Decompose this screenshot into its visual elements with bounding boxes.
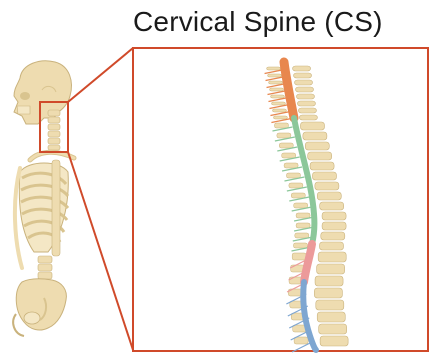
- vertebra-body: [305, 142, 329, 150]
- vertebra-process: [267, 67, 281, 70]
- vertebra-process: [268, 74, 282, 77]
- vertebra-process: [296, 213, 310, 218]
- vertebra-body: [316, 300, 344, 310]
- vertebra-process: [292, 253, 306, 260]
- vertebra-body: [296, 94, 314, 99]
- vertebra-body: [294, 73, 312, 78]
- vertebra-process: [293, 243, 307, 248]
- vertebra-body: [319, 242, 343, 250]
- vertebra-body: [315, 276, 343, 286]
- vertebra-body: [297, 101, 315, 106]
- rib-cage: [19, 160, 68, 256]
- vertebra-process: [269, 81, 283, 84]
- vertebra-body: [322, 222, 346, 230]
- vertebra-process: [273, 116, 287, 119]
- vertebra-body: [317, 312, 345, 322]
- vertebra-body: [322, 212, 346, 220]
- vertebra-process: [284, 163, 298, 168]
- vertebra-body: [300, 122, 324, 130]
- vertebra-process: [294, 203, 308, 208]
- skull: [14, 61, 71, 124]
- vertebra-process: [272, 109, 286, 112]
- vertebra-process: [271, 102, 285, 105]
- vertebra-process: [277, 133, 291, 138]
- vertebra-process: [270, 88, 284, 91]
- vertebra-body: [299, 115, 317, 120]
- vertebra-process: [296, 223, 310, 228]
- vertebra-body: [312, 172, 336, 180]
- pelvis: [13, 279, 66, 336]
- zoom-panel-frame: [133, 48, 428, 351]
- vertebra-process: [282, 153, 296, 158]
- lumbar-vertebrae: [38, 256, 52, 279]
- vertebra-process: [294, 337, 308, 344]
- diagram-title: Cervical Spine (CS): [133, 6, 429, 38]
- vertebra-body: [320, 336, 348, 346]
- vertebra-body: [303, 132, 327, 140]
- vertebra-body: [310, 162, 334, 170]
- vertebra-body: [321, 232, 345, 240]
- vertebra-body: [319, 324, 347, 334]
- vertebra-process: [279, 143, 293, 148]
- vertebra-process: [289, 183, 303, 188]
- vertebra-body: [317, 192, 341, 200]
- vertebra-process: [274, 123, 288, 128]
- vertebra-body: [320, 202, 344, 210]
- vertebra-process: [295, 233, 309, 238]
- vertebra-body: [308, 152, 332, 160]
- vertebra-process: [286, 173, 300, 178]
- cervical-vertebrae: [48, 110, 60, 150]
- vertebra-body: [295, 80, 313, 85]
- vertebra-body: [315, 182, 339, 190]
- vertebra-body: [318, 252, 346, 262]
- vertebra-body: [293, 66, 311, 71]
- vertebra-body: [296, 87, 314, 92]
- zoom-connector-top: [68, 48, 133, 102]
- vertebra-process: [270, 95, 284, 98]
- zoom-connector-bottom: [68, 152, 133, 350]
- vertebra-body: [314, 288, 342, 298]
- vertebra-process: [291, 193, 305, 198]
- vertebra-body: [317, 264, 345, 274]
- vertebra-body: [298, 108, 316, 113]
